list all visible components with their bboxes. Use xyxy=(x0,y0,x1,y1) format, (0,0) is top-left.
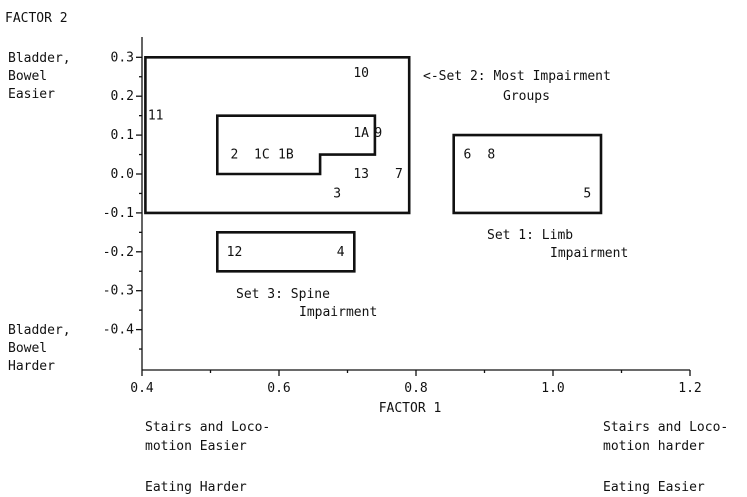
point-label: 1C xyxy=(254,148,270,163)
chart-axes: 0.3 0.2 0.1 0.0 -0.1 -0.2 -0.3 -0.4 0.4 0.6 0.8 1.0… xyxy=(5,11,702,416)
y-tick-label: 0.1 xyxy=(111,128,134,143)
y-annotation-top: Easier xyxy=(8,87,55,102)
y-tick-label: -0.4 xyxy=(103,323,134,338)
y-tick-label: -0.2 xyxy=(103,245,134,260)
set-label-3: Set 3: Spine xyxy=(236,287,330,302)
point-label: 5 xyxy=(583,186,591,201)
x-tick-label: 1.0 xyxy=(541,381,564,396)
data-point-labels: 10 11 1A 9 2 1C 1B 13 7 3 6 8 5 12 4 xyxy=(148,66,591,260)
x-annotation-left: Stairs and Loco- xyxy=(145,420,270,435)
set-label-2: Set 1: Limb xyxy=(487,228,573,243)
y-annotation-bottom: Harder xyxy=(8,359,55,374)
point-label: 1B xyxy=(278,148,294,163)
y-tick-label: 0.2 xyxy=(111,89,134,104)
y-tick-label: -0.1 xyxy=(103,206,134,221)
set-label-0: Groups xyxy=(503,89,550,104)
y-annotation-top: Bowel xyxy=(8,69,47,84)
y-annotation-bottom: Bladder, xyxy=(8,323,71,338)
x-axis-title: FACTOR 1 xyxy=(379,401,442,416)
set-label-3: Impairment xyxy=(299,305,377,320)
set-box-1 xyxy=(216,114,377,176)
x-tick-label: 1.2 xyxy=(678,381,701,396)
point-label: 12 xyxy=(227,245,243,260)
point-label: 11 xyxy=(148,109,164,124)
x-tick-label: 0.6 xyxy=(267,381,290,396)
x-annotation-left: motion Easier xyxy=(145,439,247,454)
x-annotation-right: Eating Easier xyxy=(603,480,705,495)
set-label-2: Impairment xyxy=(550,246,628,261)
point-label: 7 xyxy=(395,167,403,182)
x-annotation-right: motion harder xyxy=(603,439,705,454)
y-tick-label: 0.3 xyxy=(111,50,134,65)
chart-annotations: Bladder,BowelEasierBladder,BowelHarderSt… xyxy=(8,51,728,495)
set-label-0: <-Set 2: Most Impairment xyxy=(423,69,611,84)
point-label: 13 xyxy=(353,167,369,182)
point-label: 6 xyxy=(463,148,471,163)
y-annotation-top: Bladder, xyxy=(8,51,71,66)
set-box-0 xyxy=(144,55,411,215)
point-label: 1A xyxy=(353,126,369,141)
point-label: 9 xyxy=(374,126,382,141)
y-tick-label: 0.0 xyxy=(111,167,134,182)
set-box-3 xyxy=(216,231,356,273)
point-label: 4 xyxy=(337,245,345,260)
point-label: 8 xyxy=(487,148,495,163)
set-box-2 xyxy=(452,133,603,215)
point-label: 3 xyxy=(333,186,341,201)
x-tick-label: 0.8 xyxy=(404,381,427,396)
y-axis-title: FACTOR 2 xyxy=(5,11,68,26)
x-annotation-left: Eating Harder xyxy=(145,480,247,495)
y-annotation-bottom: Bowel xyxy=(8,341,47,356)
point-label: 10 xyxy=(353,66,369,81)
x-tick-label: 0.4 xyxy=(130,381,154,396)
point-label: 2 xyxy=(231,148,239,163)
x-annotation-right: Stairs and Loco- xyxy=(603,420,728,435)
y-tick-label: -0.3 xyxy=(103,284,134,299)
